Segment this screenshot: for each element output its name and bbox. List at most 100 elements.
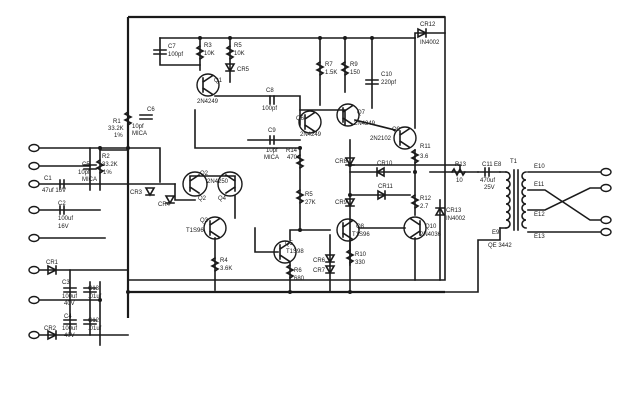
wire-q5-collector bbox=[289, 229, 331, 241]
diode-cr1 bbox=[47, 264, 58, 276]
label-q7: Q7 bbox=[357, 110, 366, 116]
label-r1-value: 33.2K bbox=[108, 126, 124, 132]
label-c7-value: 100pf bbox=[168, 52, 183, 58]
junction bbox=[318, 36, 322, 40]
transformer-leads bbox=[499, 171, 507, 229]
label-q2-part: 2N4250 bbox=[207, 179, 229, 185]
wire-input-1 bbox=[39, 147, 161, 183]
label-c4-voltage: 40V bbox=[64, 333, 75, 339]
label-cr6: CR6 bbox=[313, 258, 326, 264]
transistor-q2 bbox=[182, 171, 208, 197]
capacitors bbox=[59, 49, 490, 325]
label-cr5: CR5 bbox=[237, 67, 250, 73]
transistor-q4 bbox=[217, 171, 243, 197]
diode-cr5 bbox=[224, 63, 236, 73]
resistor-r13 bbox=[450, 167, 467, 177]
label-e10: E10 bbox=[534, 164, 545, 170]
labels: CR12 IN4002 C7 100pf R3 10K R5 10K CR5 Q… bbox=[42, 22, 545, 339]
label-cr10: CR10 bbox=[377, 161, 393, 167]
label-q9: Q9 bbox=[392, 127, 401, 133]
label-r5: R5 bbox=[234, 43, 242, 49]
label-cr2: CR2 bbox=[44, 326, 57, 332]
capacitor-c11 bbox=[484, 167, 490, 177]
diode-cr2 bbox=[47, 329, 58, 341]
junction bbox=[198, 36, 202, 40]
label-r3: R3 bbox=[204, 43, 212, 49]
junction bbox=[298, 228, 302, 232]
label-q10: Q10 bbox=[425, 224, 437, 230]
junction bbox=[98, 298, 102, 302]
label-c11: C11 bbox=[482, 162, 493, 168]
resistor-r2 bbox=[95, 158, 105, 175]
label-r2: R2 bbox=[102, 154, 110, 160]
label-c3-value: 100uf bbox=[62, 294, 77, 300]
label-cr4: CR4 bbox=[158, 202, 171, 208]
label-c1-value: 47uf 16V bbox=[42, 188, 66, 194]
capacitor-c7 bbox=[153, 49, 167, 55]
diode-cr6 bbox=[324, 254, 336, 264]
junction bbox=[348, 193, 352, 197]
diode-cr12 bbox=[417, 27, 428, 39]
label-r6-value: 680 bbox=[294, 276, 305, 282]
label-r11: R11 bbox=[420, 144, 431, 150]
capacitor-c1 bbox=[59, 179, 65, 189]
label-c1: C1 bbox=[44, 176, 52, 182]
label-cr13-part: IN4002 bbox=[446, 216, 466, 222]
label-c5: C5 bbox=[82, 162, 90, 168]
label-cr9: CR9 bbox=[335, 200, 348, 206]
label-q1: Q1 bbox=[214, 78, 223, 84]
transistor-q9 bbox=[393, 126, 417, 150]
label-r5b-value: 27K bbox=[305, 200, 316, 206]
resistors bbox=[95, 44, 467, 280]
resistor-r11 bbox=[410, 148, 420, 165]
capacitor-c4 bbox=[63, 319, 77, 325]
label-e11: E11 bbox=[534, 182, 545, 188]
label-q5-part: T1S98 bbox=[286, 249, 304, 255]
wire-q2-base bbox=[174, 183, 196, 201]
label-c8-value: 100pf bbox=[262, 106, 277, 112]
capacitor-c12 bbox=[83, 319, 97, 325]
junction bbox=[370, 36, 374, 40]
label-cr12: CR12 bbox=[420, 22, 436, 28]
label-q1-part: 2N4249 bbox=[197, 99, 219, 105]
label-r9: R9 bbox=[350, 62, 358, 68]
label-c4-value: 100uf bbox=[62, 326, 77, 332]
label-r2-tol: 1% bbox=[103, 170, 112, 176]
transistor-q6 bbox=[298, 110, 322, 134]
label-t1-part: QE 3442 bbox=[488, 243, 512, 249]
terminal-right bbox=[600, 167, 612, 237]
label-c2: C2 bbox=[58, 201, 66, 207]
capacitor-c13 bbox=[83, 287, 97, 293]
label-c6: C6 bbox=[147, 107, 155, 113]
label-c5-type: MICA bbox=[82, 177, 97, 183]
label-c8: C8 bbox=[266, 88, 274, 94]
capacitor-c3 bbox=[63, 287, 77, 293]
label-r7: R7 bbox=[325, 62, 333, 68]
label-c7: C7 bbox=[168, 44, 176, 50]
junction bbox=[126, 146, 130, 150]
terminal-left bbox=[28, 143, 40, 340]
resistor-r3 bbox=[195, 44, 205, 61]
label-r9-value: 150 bbox=[350, 70, 361, 76]
wire-c7 bbox=[159, 37, 201, 66]
resistor-r14 bbox=[295, 153, 305, 170]
capacitor-c9 bbox=[269, 135, 275, 145]
label-q3: Q3 bbox=[200, 218, 209, 224]
label-r4: R4 bbox=[220, 258, 228, 264]
diode-cr7 bbox=[324, 265, 336, 275]
junction bbox=[348, 290, 352, 294]
label-r14: R14 bbox=[286, 148, 298, 154]
label-q2-top: Q2 bbox=[200, 171, 209, 177]
label-c11-value: 470uf bbox=[480, 178, 495, 184]
label-c5-value: 10pf bbox=[78, 170, 90, 176]
label-e9: E9 bbox=[492, 230, 500, 236]
diode-cr10 bbox=[375, 166, 385, 178]
capacitor-c6 bbox=[139, 114, 153, 120]
label-cr3: CR3 bbox=[130, 190, 143, 196]
label-r11-value: 3.6 bbox=[420, 154, 429, 160]
label-cr11: CR11 bbox=[378, 184, 394, 190]
transistor-q8 bbox=[336, 218, 360, 242]
label-cr8: CR8 bbox=[335, 159, 348, 165]
diodes bbox=[47, 27, 446, 341]
label-q8-part: T1S96 bbox=[352, 232, 370, 238]
